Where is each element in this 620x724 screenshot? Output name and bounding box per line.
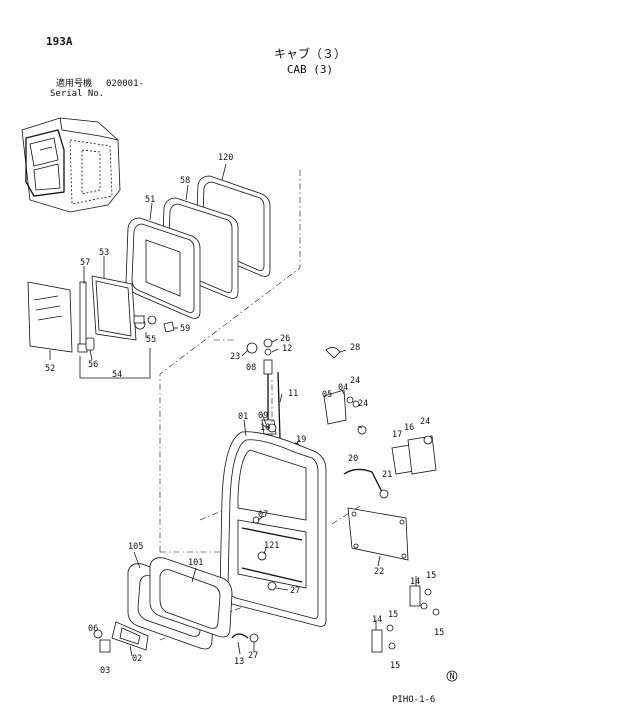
part-label-121: 121 bbox=[264, 541, 279, 551]
footer-code: PIHO-1-6 bbox=[392, 695, 436, 705]
serial-label-en: Serial No. bbox=[50, 89, 105, 99]
part-label-17: 17 bbox=[392, 430, 402, 440]
serial-value: 020001- bbox=[106, 79, 144, 89]
part-label-20: 20 bbox=[348, 454, 358, 464]
part-label-15d: 15 bbox=[390, 661, 400, 671]
part-label-03: 03 bbox=[100, 666, 110, 676]
part-label-57: 57 bbox=[80, 258, 90, 268]
corner-mark-circle bbox=[446, 670, 458, 682]
part-label-105: 105 bbox=[128, 542, 143, 552]
part-label-120: 120 bbox=[218, 153, 233, 163]
part-label-24a: 24 bbox=[350, 376, 360, 386]
part-labels: 120 58 51 53 57 59 55 52 56 54 26 23 12 … bbox=[45, 153, 444, 676]
part-label-27b: 27 bbox=[248, 651, 258, 661]
hinge-group bbox=[371, 576, 440, 653]
part-label-15c: 15 bbox=[388, 610, 398, 620]
page-title-jp: キャブ（３） bbox=[273, 47, 346, 61]
part-label-54: 54 bbox=[112, 370, 122, 380]
part-label-15b: 15 bbox=[434, 628, 444, 638]
part-label-24c: 24 bbox=[420, 417, 430, 427]
corner-mark: N bbox=[450, 672, 455, 682]
part-label-14b: 14 bbox=[372, 615, 382, 625]
part-label-58: 58 bbox=[180, 176, 190, 186]
part-label-27a: 27 bbox=[290, 586, 300, 596]
part-label-08: 08 bbox=[246, 363, 256, 373]
door-frame-group bbox=[219, 419, 409, 627]
part-label-21: 21 bbox=[382, 470, 392, 480]
part-label-28: 28 bbox=[350, 343, 360, 353]
part-label-10: 10 bbox=[260, 423, 270, 433]
part-label-09: 09 bbox=[258, 411, 268, 421]
part-label-01: 01 bbox=[238, 412, 248, 422]
door-hardware-group bbox=[241, 338, 437, 499]
part-label-14a: 14 bbox=[410, 577, 420, 587]
part-label-59: 59 bbox=[180, 324, 190, 334]
cab-thumbnail bbox=[21, 117, 121, 213]
part-label-101: 101 bbox=[188, 558, 203, 568]
part-label-53: 53 bbox=[99, 248, 109, 258]
part-label-26: 26 bbox=[280, 334, 290, 344]
part-label-04: 04 bbox=[338, 383, 348, 393]
lower-window-group bbox=[93, 551, 259, 657]
page-id: 193A bbox=[46, 35, 73, 48]
part-label-05: 05 bbox=[322, 390, 332, 400]
part-label-13: 13 bbox=[234, 657, 244, 667]
part-label-52: 52 bbox=[45, 364, 55, 374]
part-label-19: 19 bbox=[296, 435, 306, 445]
page-title-en: CAB (3) bbox=[286, 63, 334, 76]
part-label-06: 06 bbox=[88, 624, 98, 634]
part-label-02: 02 bbox=[132, 654, 142, 664]
part-label-51: 51 bbox=[145, 195, 155, 205]
part-label-24b: 24 bbox=[358, 399, 368, 409]
part-label-11: 11 bbox=[288, 389, 298, 399]
part-label-15a: 15 bbox=[426, 571, 436, 581]
part-label-23: 23 bbox=[230, 352, 240, 362]
part-label-55: 55 bbox=[146, 335, 156, 345]
upper-glass-group bbox=[27, 163, 271, 379]
serial-label-jp: 適用号機 bbox=[56, 79, 93, 89]
part-label-56: 56 bbox=[88, 360, 98, 370]
part-label-16: 16 bbox=[404, 423, 414, 433]
part-label-12: 12 bbox=[282, 344, 292, 354]
part-label-07: 07 bbox=[258, 510, 268, 520]
part-label-22: 22 bbox=[374, 567, 384, 577]
